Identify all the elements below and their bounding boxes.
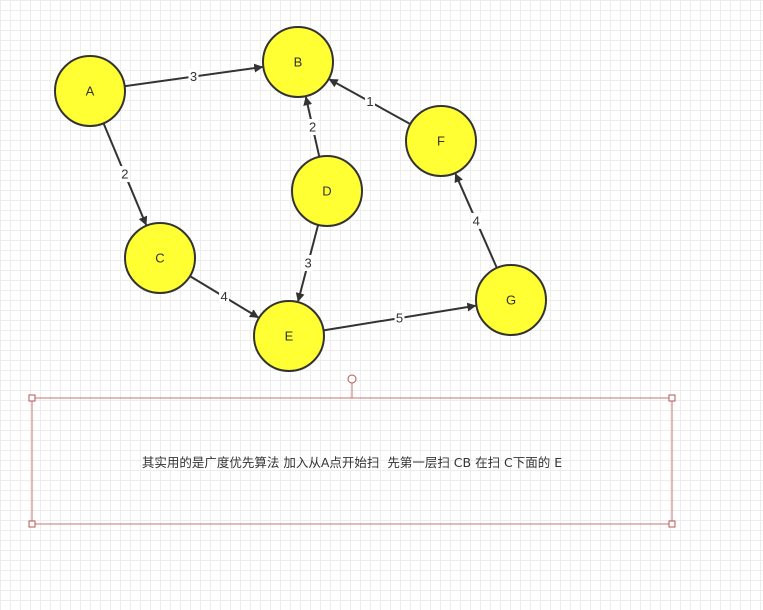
node-circle[interactable]	[475, 264, 547, 336]
node-label: G	[506, 293, 516, 308]
node-circle[interactable]	[291, 155, 363, 227]
edge-weight-label: 2	[121, 167, 128, 182]
edge-d-b[interactable]: 2	[303, 96, 321, 158]
edge-label-bg	[303, 255, 314, 272]
edge-weight-label: 3	[305, 256, 312, 271]
node-circle[interactable]	[54, 55, 126, 127]
edge-d-e[interactable]: 3	[295, 224, 320, 303]
node-f[interactable]: F	[405, 105, 477, 177]
edge-g-f[interactable]: 4	[454, 173, 498, 269]
edge-weight-label: 2	[309, 119, 316, 134]
edge-c-e[interactable]: 4	[189, 275, 259, 319]
node-label: C	[155, 251, 164, 266]
edge-e-g[interactable]: 5	[323, 302, 477, 332]
node-b[interactable]: B	[262, 26, 334, 98]
edge-weight-label: 1	[366, 94, 373, 109]
node-label: B	[294, 55, 303, 70]
edge-weight-label: 3	[190, 69, 197, 84]
node-c[interactable]: C	[124, 222, 196, 294]
node-a[interactable]: A	[54, 55, 126, 127]
resize-handle-top-right[interactable]	[668, 394, 676, 402]
edge-label-bg	[364, 93, 375, 110]
edge-label-bg	[307, 118, 318, 135]
node-label: A	[86, 84, 95, 99]
edge-a-b[interactable]: 3	[124, 63, 264, 88]
edge-weight-label: 4	[220, 289, 227, 304]
edge-a-c[interactable]: 2	[102, 122, 148, 226]
node-e[interactable]: E	[253, 300, 325, 372]
edge-label-bg	[471, 212, 482, 229]
edge-f-b[interactable]: 1	[328, 78, 411, 125]
node-circle[interactable]	[405, 105, 477, 177]
node-label: F	[437, 134, 445, 149]
edge-weight-label: 5	[396, 311, 403, 326]
node-d[interactable]: D	[291, 155, 363, 227]
node-circle[interactable]	[262, 26, 334, 98]
edge-weight-label: 4	[473, 213, 480, 228]
resize-handle-bottom-left[interactable]	[28, 520, 36, 528]
edge-label-bg	[119, 166, 130, 183]
edge-label-bg	[219, 288, 230, 305]
resize-handle-top-left[interactable]	[28, 394, 36, 402]
node-label: E	[285, 329, 294, 344]
node-g[interactable]: G	[475, 264, 547, 336]
node-label: D	[322, 184, 331, 199]
node-circle[interactable]	[253, 300, 325, 372]
note-box[interactable]	[28, 374, 676, 528]
edge-label-bg	[394, 310, 405, 327]
node-circle[interactable]	[124, 222, 196, 294]
edge-label-bg	[188, 68, 199, 85]
resize-handle-bottom-right[interactable]	[668, 520, 676, 528]
rotate-handle[interactable]	[347, 374, 357, 384]
